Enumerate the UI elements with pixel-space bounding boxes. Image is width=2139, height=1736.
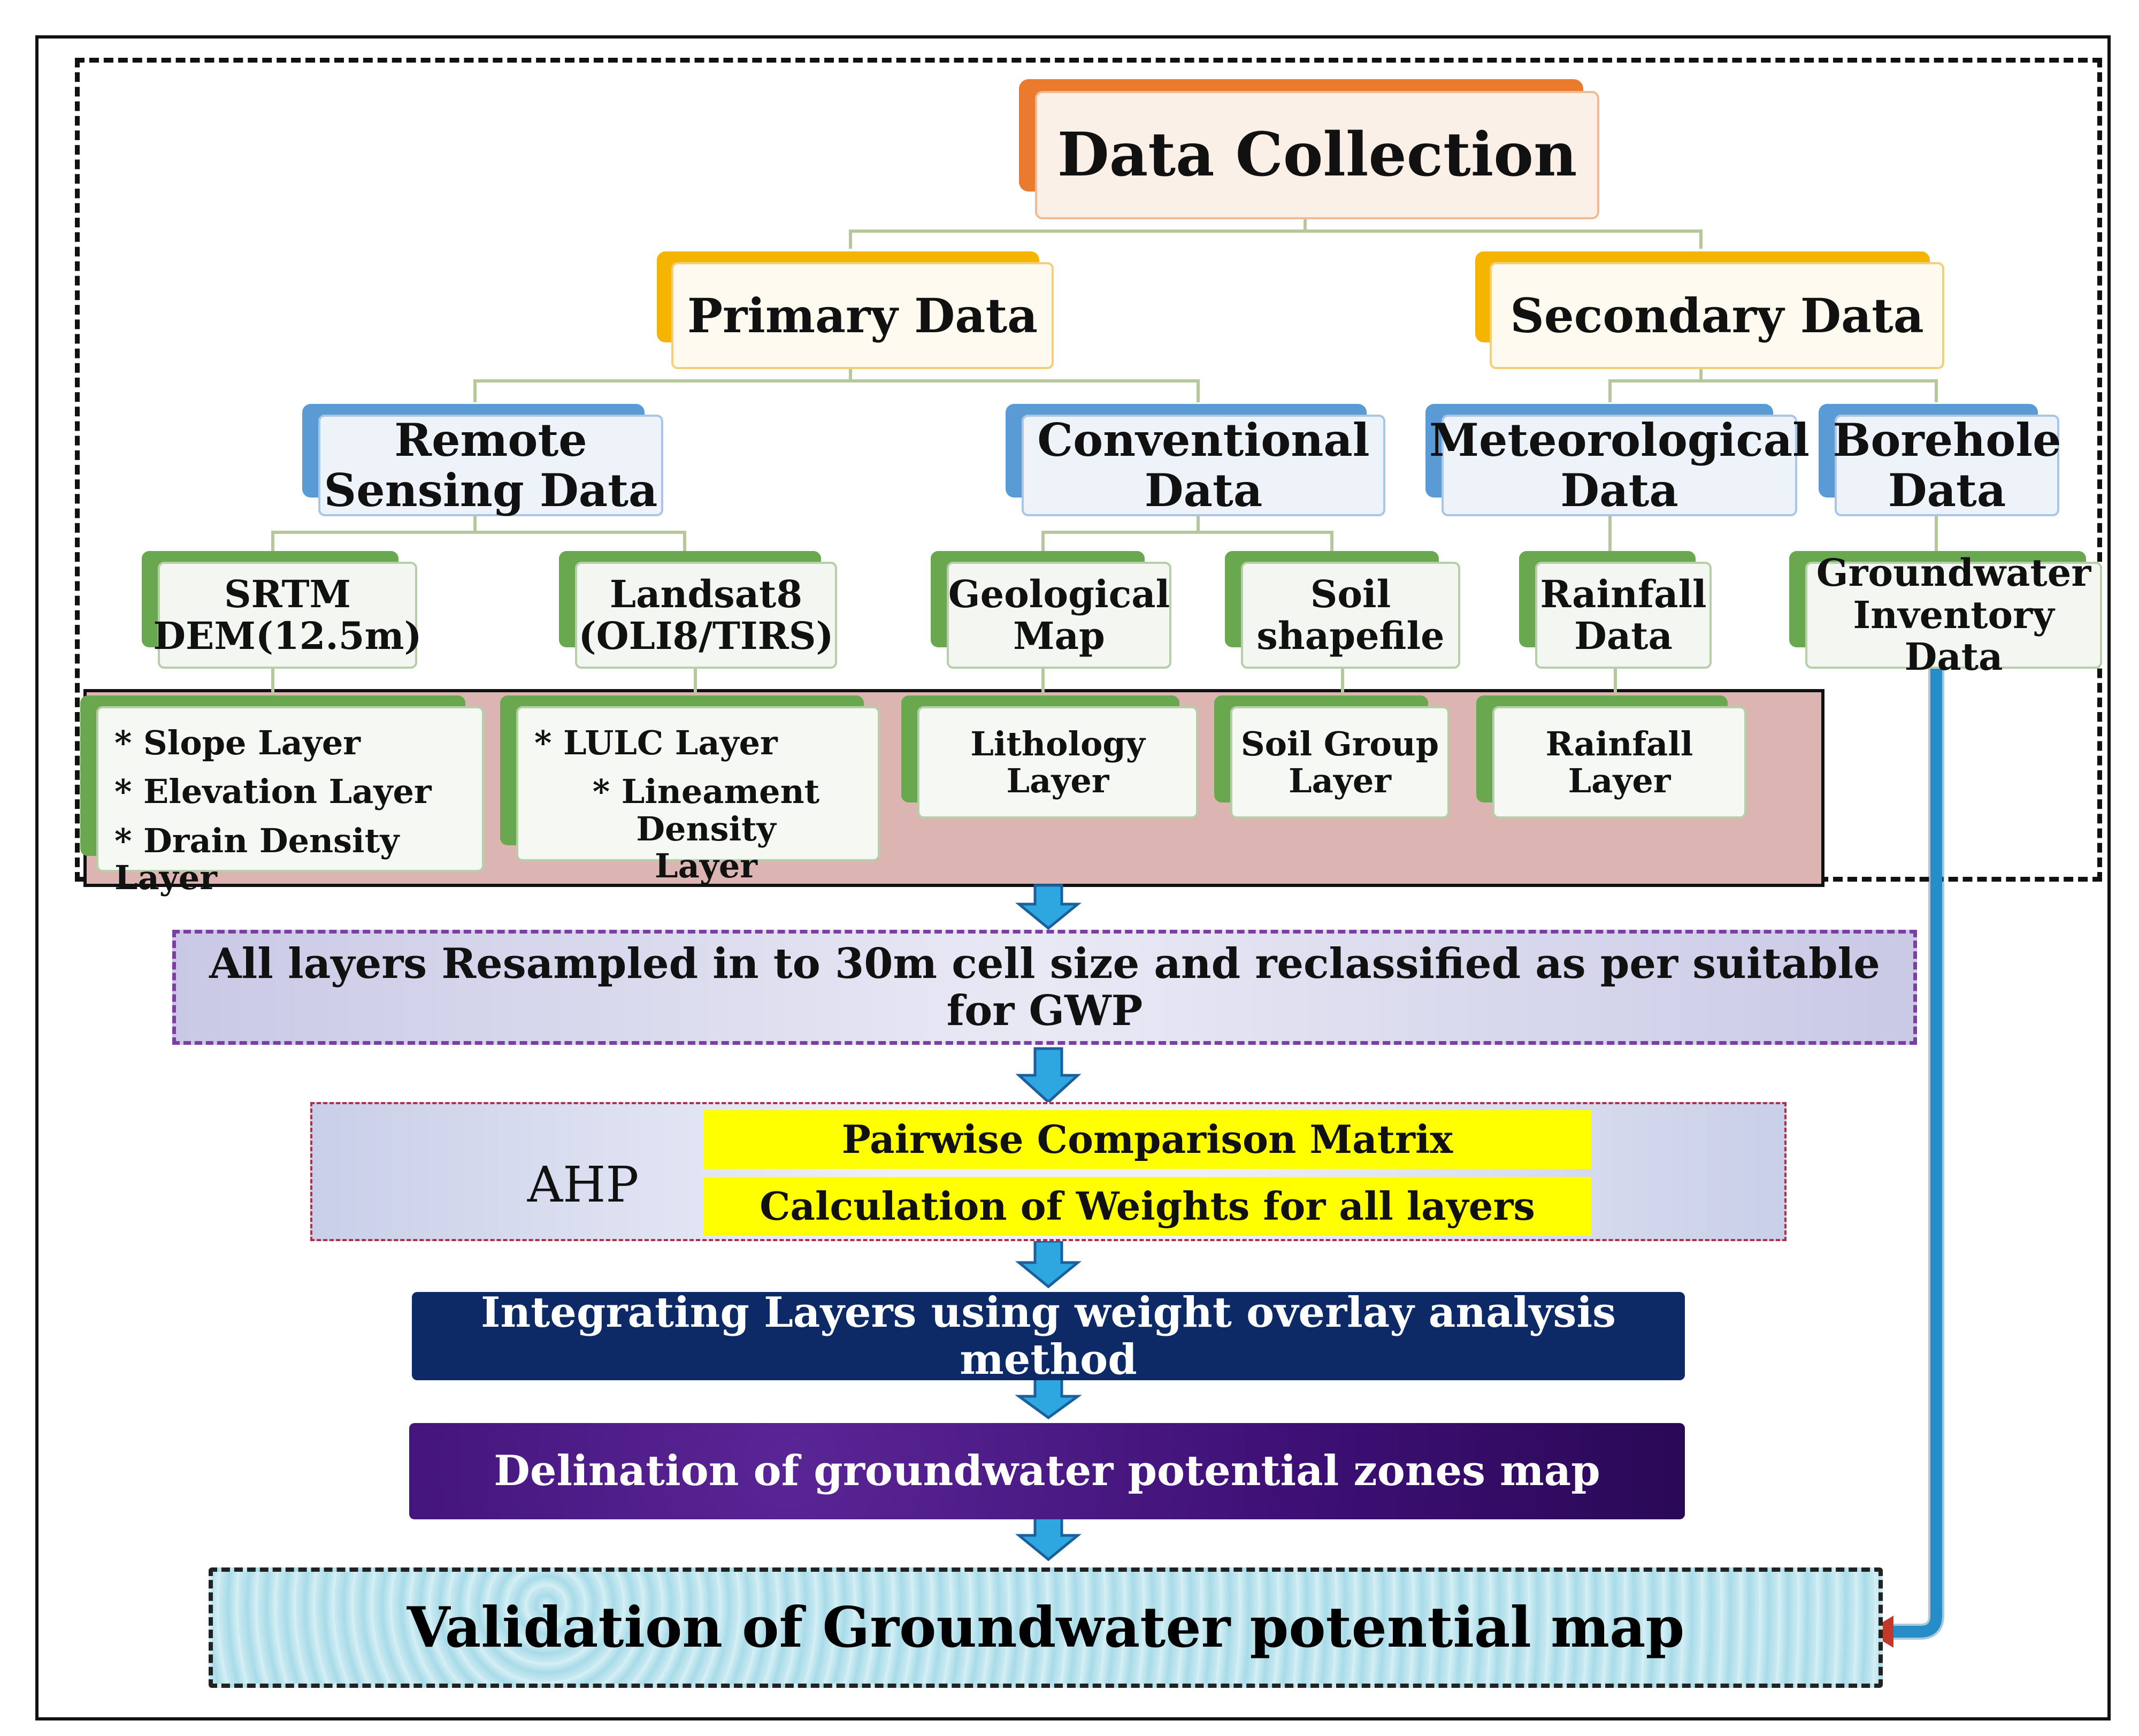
drain-density-layer-item: * Drain Density Layer	[114, 821, 400, 898]
soil-group-layer-box: Soil Group Layer	[1230, 706, 1450, 819]
lithology-layer-box: Lithology Layer	[917, 706, 1198, 819]
flow-arrow-3	[1015, 1240, 1082, 1289]
landsat-layers-box: * LULC Layer * Lineament Density Layer	[516, 706, 880, 885]
srtm-node: SRTM DEM(12.5m)	[153, 562, 422, 669]
rainfall-layer-box: Rainfall Layer	[1492, 706, 1746, 819]
geological-node: Geological Map	[947, 562, 1171, 669]
meteorological-node: Meteorological Data	[1429, 413, 1810, 517]
ahp-label: AHP	[527, 1156, 639, 1214]
connector-collection	[849, 219, 1703, 249]
secondary-data-node: Secondary Data	[1490, 262, 1944, 369]
flow-arrow-2	[1015, 1047, 1082, 1104]
lulc-layer-item: * LULC Layer	[534, 723, 778, 762]
srtm-layers-box: * Slope Layer * Elevation Layer * Drain …	[96, 706, 484, 897]
soil-shapefile-node: Soil shapefile	[1241, 562, 1460, 669]
pairwise-matrix-box: Pairwise Comparison Matrix	[703, 1110, 1591, 1169]
landsat-node: Landsat8 (OLI8/TIRS)	[575, 562, 837, 669]
borehole-validation-line-outline	[1883, 669, 1944, 1640]
rainfall-node: Rainfall Data	[1535, 562, 1712, 669]
connector-remote	[271, 516, 686, 551]
validation-step: Validation of Groundwater potential map	[209, 1567, 1883, 1688]
integrate-step: Integrating Layers using weight overlay …	[412, 1289, 1685, 1383]
borehole-node: Borehole Data	[1833, 413, 2061, 517]
connector-conventional	[1041, 516, 1333, 551]
flow-arrow-5	[1015, 1512, 1082, 1562]
connector-primary	[473, 369, 1200, 402]
slope-layer-item: * Slope Layer	[114, 723, 361, 762]
elevation-layer-item: * Elevation Layer	[114, 772, 432, 812]
data-collection-node: Data Collection	[1035, 91, 1599, 219]
conventional-node: Conventional Data	[1022, 415, 1385, 516]
connector-secondary	[1608, 369, 1938, 402]
outer-frame	[35, 35, 2111, 1720]
delineation-step: Delination of groundwater potential zone…	[409, 1423, 1685, 1519]
remote-sensing-node: Remote Sensing Data	[318, 415, 663, 516]
primary-data-node: Primary Data	[671, 262, 1054, 369]
resample-step: All layers Resampled in to 30m cell size…	[172, 930, 1917, 1045]
calculation-weights-box: Calculation of Weights for all layers	[703, 1177, 1591, 1236]
borehole-validation-line	[1883, 669, 1942, 1638]
flow-arrow-1	[1015, 884, 1082, 930]
flow-arrow-4	[1015, 1376, 1082, 1420]
lineament-density-layer-item: * Lineament Density Layer	[592, 772, 820, 886]
groundwater-inventory-node: Groundwater Inventory Data	[1805, 552, 2102, 678]
